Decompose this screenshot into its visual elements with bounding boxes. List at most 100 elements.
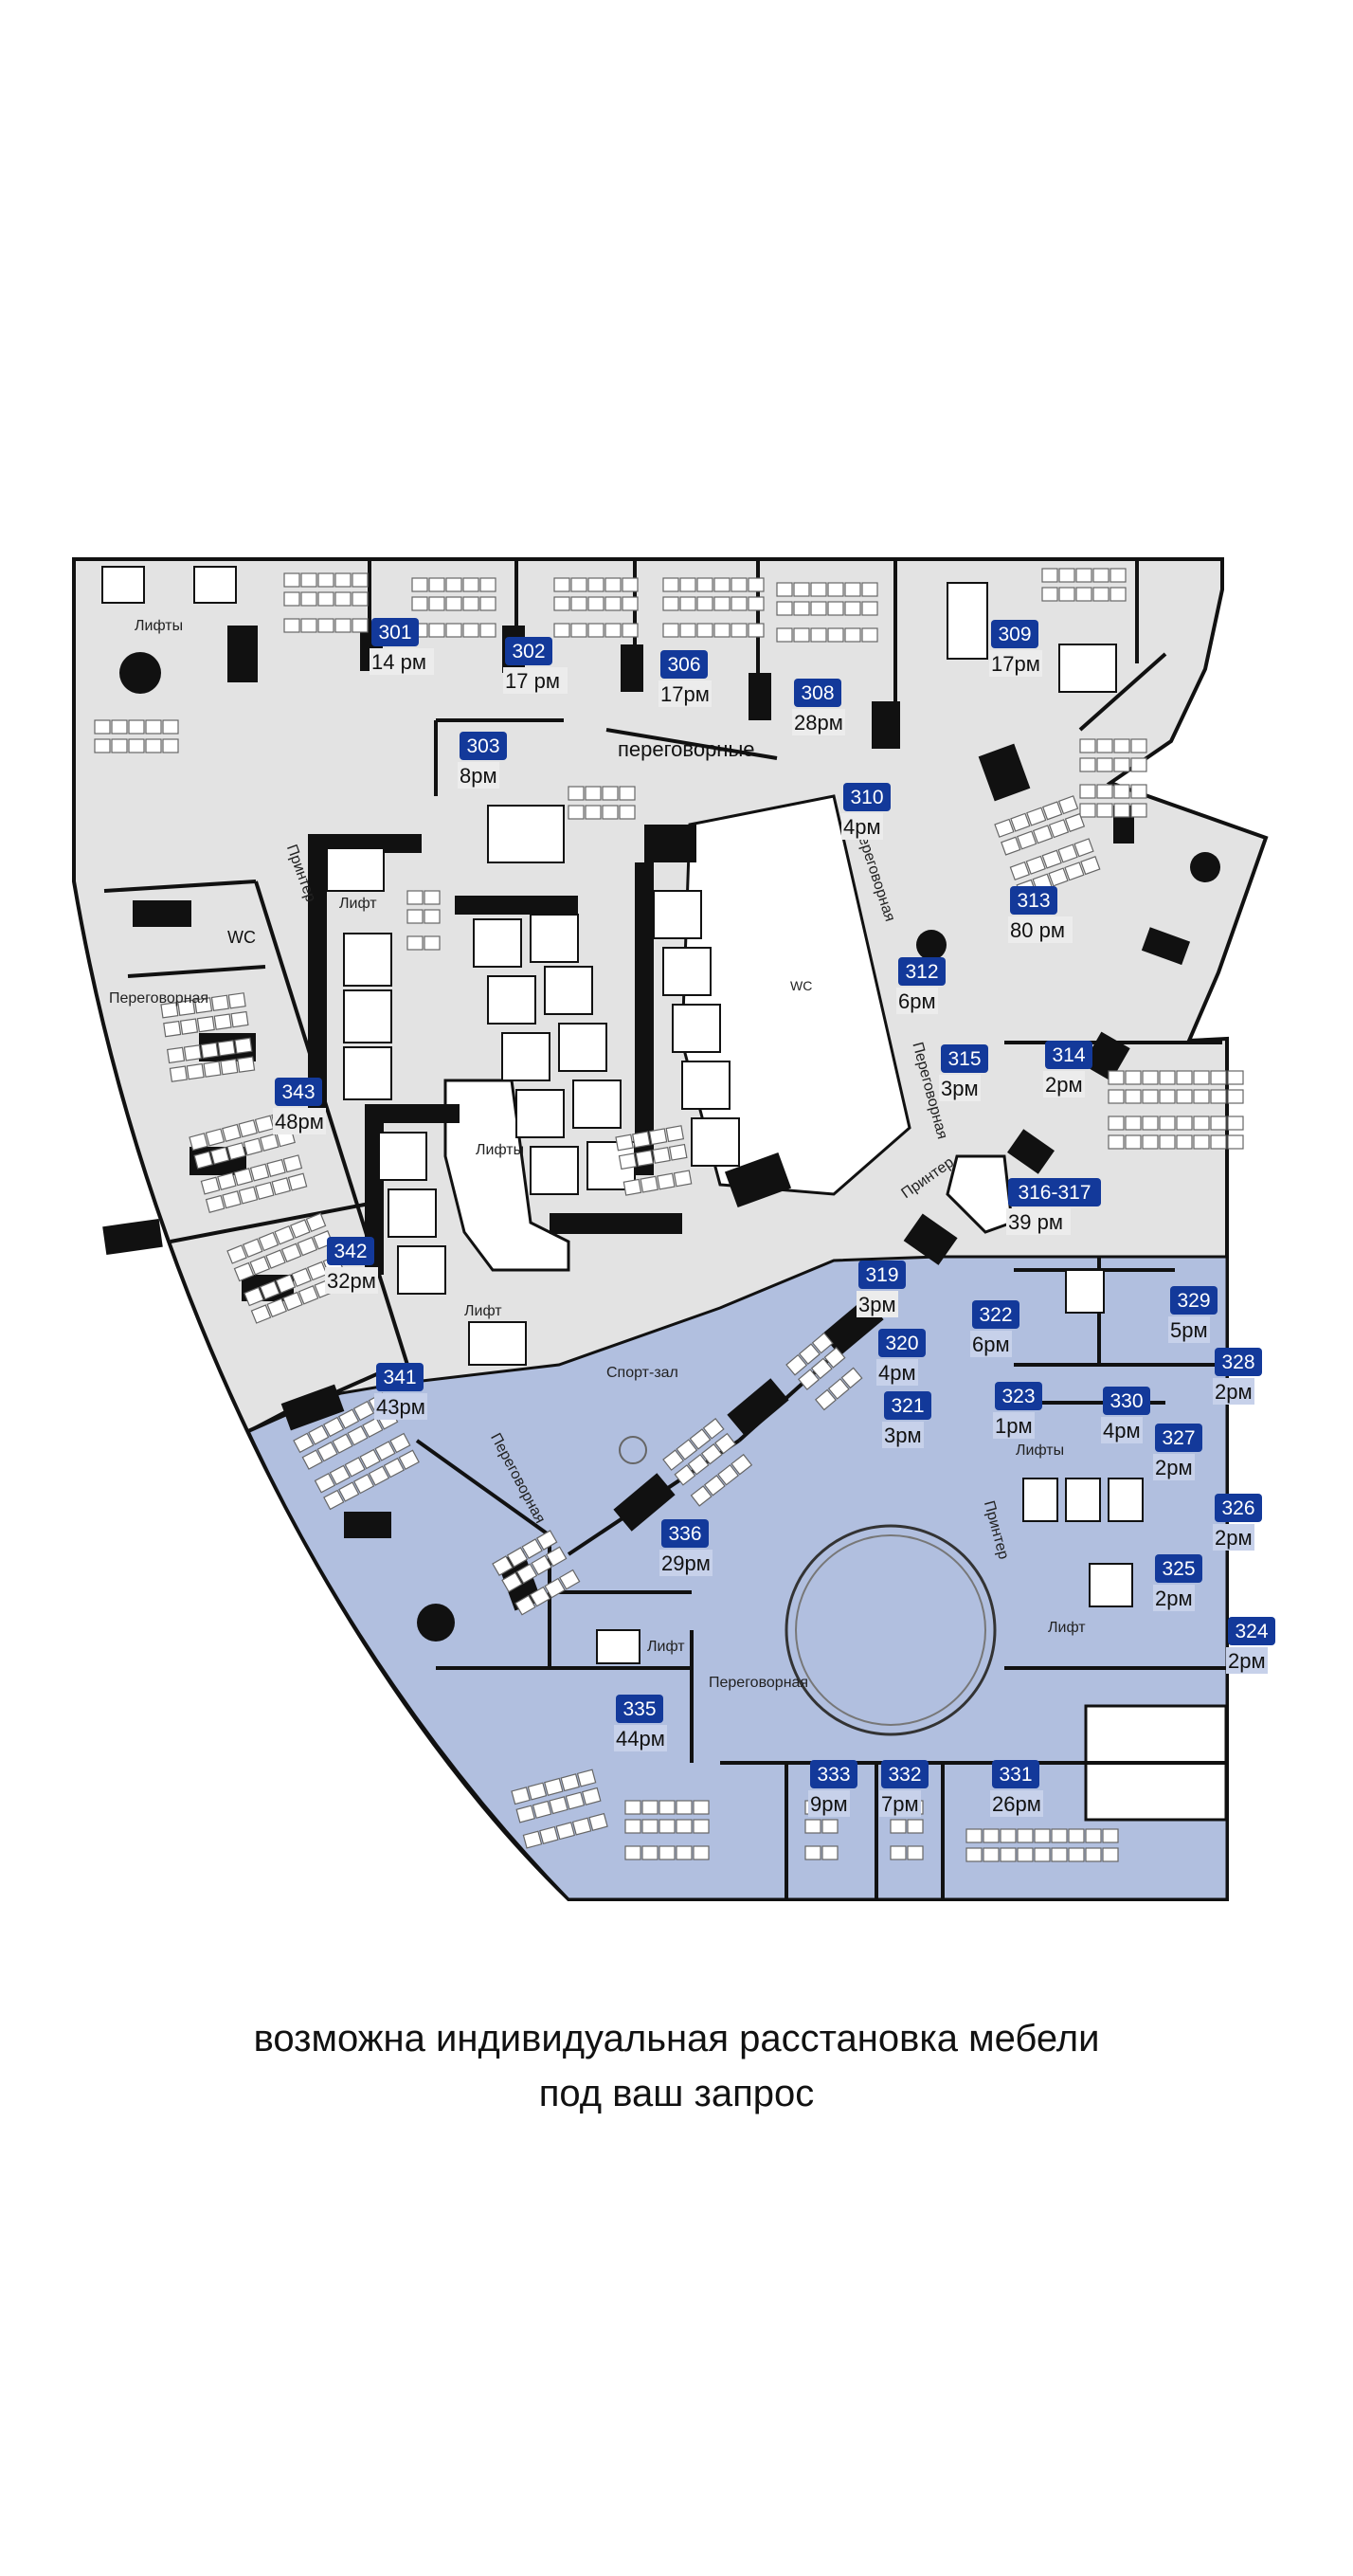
desk	[668, 1143, 688, 1161]
desk-cluster	[662, 577, 765, 638]
room-badge-bg	[1215, 1494, 1262, 1522]
capacity-bg	[1213, 1524, 1254, 1551]
desk	[693, 1845, 710, 1860]
lifts-top-label: Лифты	[135, 618, 183, 634]
room-capacity: 17 рм	[505, 669, 560, 693]
room-capacity: 2рм	[1228, 1649, 1266, 1673]
desk	[428, 623, 445, 638]
desk	[1085, 1847, 1102, 1862]
desk	[406, 909, 424, 924]
desk	[167, 1046, 186, 1064]
desk	[217, 1040, 236, 1057]
room-capacity: 7рм	[881, 1792, 919, 1816]
desk	[1079, 738, 1096, 753]
desk-cluster	[1108, 1070, 1244, 1150]
desk	[804, 1819, 821, 1834]
room-badge-bg	[991, 620, 1038, 648]
desk	[1096, 757, 1113, 772]
desk	[748, 596, 765, 611]
desk	[249, 1163, 270, 1182]
desk	[479, 623, 496, 638]
desk	[619, 786, 636, 801]
room-badge-bg	[1155, 1554, 1202, 1583]
desk	[352, 572, 369, 588]
desk	[1113, 757, 1130, 772]
room-capacity: 4рм	[843, 815, 881, 839]
desk	[1025, 855, 1046, 875]
desk	[222, 1123, 242, 1142]
room-capacity: 2рм	[1155, 1456, 1193, 1479]
capacity-bg	[939, 1075, 981, 1101]
room-capacity: 2рм	[1045, 1073, 1083, 1097]
desk	[553, 623, 570, 638]
desk	[890, 1845, 907, 1860]
room-badge-bg	[460, 732, 507, 760]
desk	[531, 1554, 552, 1576]
desk	[1159, 1089, 1176, 1104]
desk	[844, 582, 861, 597]
desk	[1073, 838, 1094, 858]
gym-circle	[619, 1436, 647, 1464]
room-badge-bg	[972, 1300, 1019, 1329]
room-number: 320	[885, 1333, 918, 1354]
room-number: 321	[891, 1395, 924, 1417]
desk	[527, 1782, 548, 1801]
desk	[1227, 1116, 1244, 1131]
desk	[558, 1569, 581, 1590]
note-line-1: возможна индивидуальная расстановка мебе…	[253, 2018, 1100, 2059]
room-capacity: 6рм	[972, 1333, 1010, 1356]
desk	[1075, 568, 1092, 583]
desk	[238, 1186, 259, 1205]
desk	[662, 1449, 685, 1471]
room-number: 325	[1162, 1558, 1195, 1580]
desk	[300, 618, 317, 633]
desk	[624, 1800, 641, 1815]
desk	[243, 1137, 263, 1156]
desk	[641, 1845, 658, 1860]
room-number: 329	[1177, 1290, 1210, 1312]
desk	[581, 1787, 602, 1805]
desk	[462, 596, 479, 611]
desk	[226, 1142, 246, 1161]
desk	[1130, 803, 1147, 818]
desk	[128, 719, 145, 735]
meeting-left-label: Переговорная	[109, 990, 208, 1007]
room-capacity: 4рм	[1103, 1419, 1141, 1442]
desk	[539, 1825, 559, 1844]
capacity-bg	[808, 1790, 850, 1817]
desk	[193, 1151, 213, 1170]
desk	[424, 935, 441, 951]
desk	[1142, 1116, 1159, 1131]
desk-cluster	[1079, 738, 1147, 818]
room-number: 322	[979, 1304, 1012, 1326]
room-badge-bg	[995, 1382, 1042, 1410]
desk	[1193, 1116, 1210, 1131]
desk	[983, 1847, 1000, 1862]
desk	[308, 1424, 330, 1445]
desk	[406, 890, 424, 905]
room-number: 330	[1109, 1390, 1143, 1412]
desk	[411, 596, 428, 611]
desk	[160, 1002, 179, 1019]
desk	[1001, 836, 1021, 856]
desk	[602, 805, 619, 820]
desk	[1092, 568, 1109, 583]
desk	[298, 1285, 319, 1305]
desk	[145, 719, 162, 735]
desk	[679, 623, 696, 638]
desk	[196, 1015, 215, 1033]
desk	[1017, 1847, 1034, 1862]
capacity-bg	[1008, 916, 1073, 943]
desk	[352, 1473, 375, 1495]
room-number: 308	[801, 682, 834, 704]
desk	[1096, 784, 1113, 799]
room-capacity: 14 рм	[371, 650, 426, 674]
capacity-bg	[658, 680, 712, 707]
desk	[565, 1791, 586, 1810]
capacity-bg	[370, 648, 434, 675]
desk	[317, 591, 334, 607]
desk	[424, 909, 441, 924]
